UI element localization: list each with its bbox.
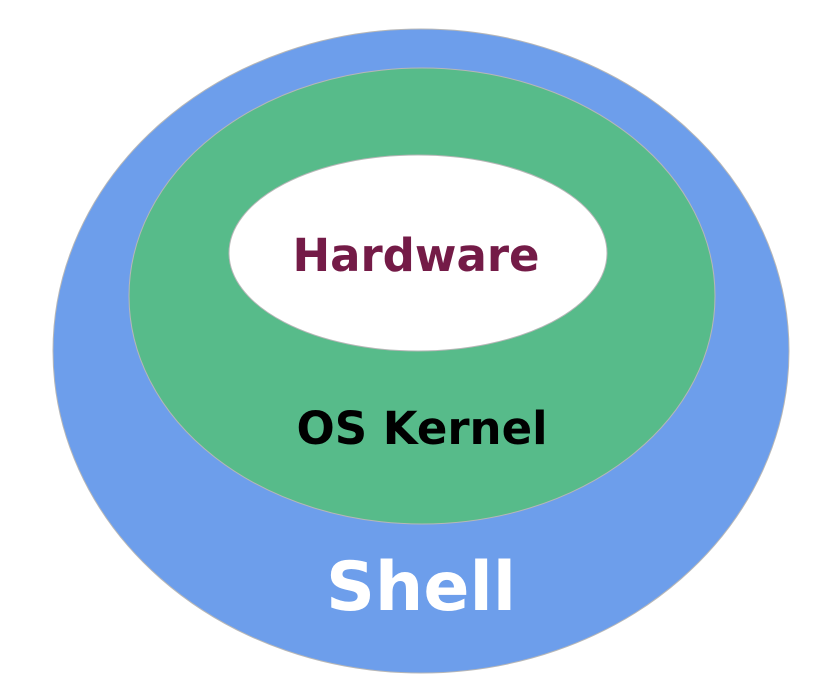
shell-label: Shell xyxy=(326,548,516,627)
hardware-label: Hardware xyxy=(292,229,539,282)
hardware-layer xyxy=(228,154,608,352)
kernel-label: OS Kernel xyxy=(296,402,547,455)
